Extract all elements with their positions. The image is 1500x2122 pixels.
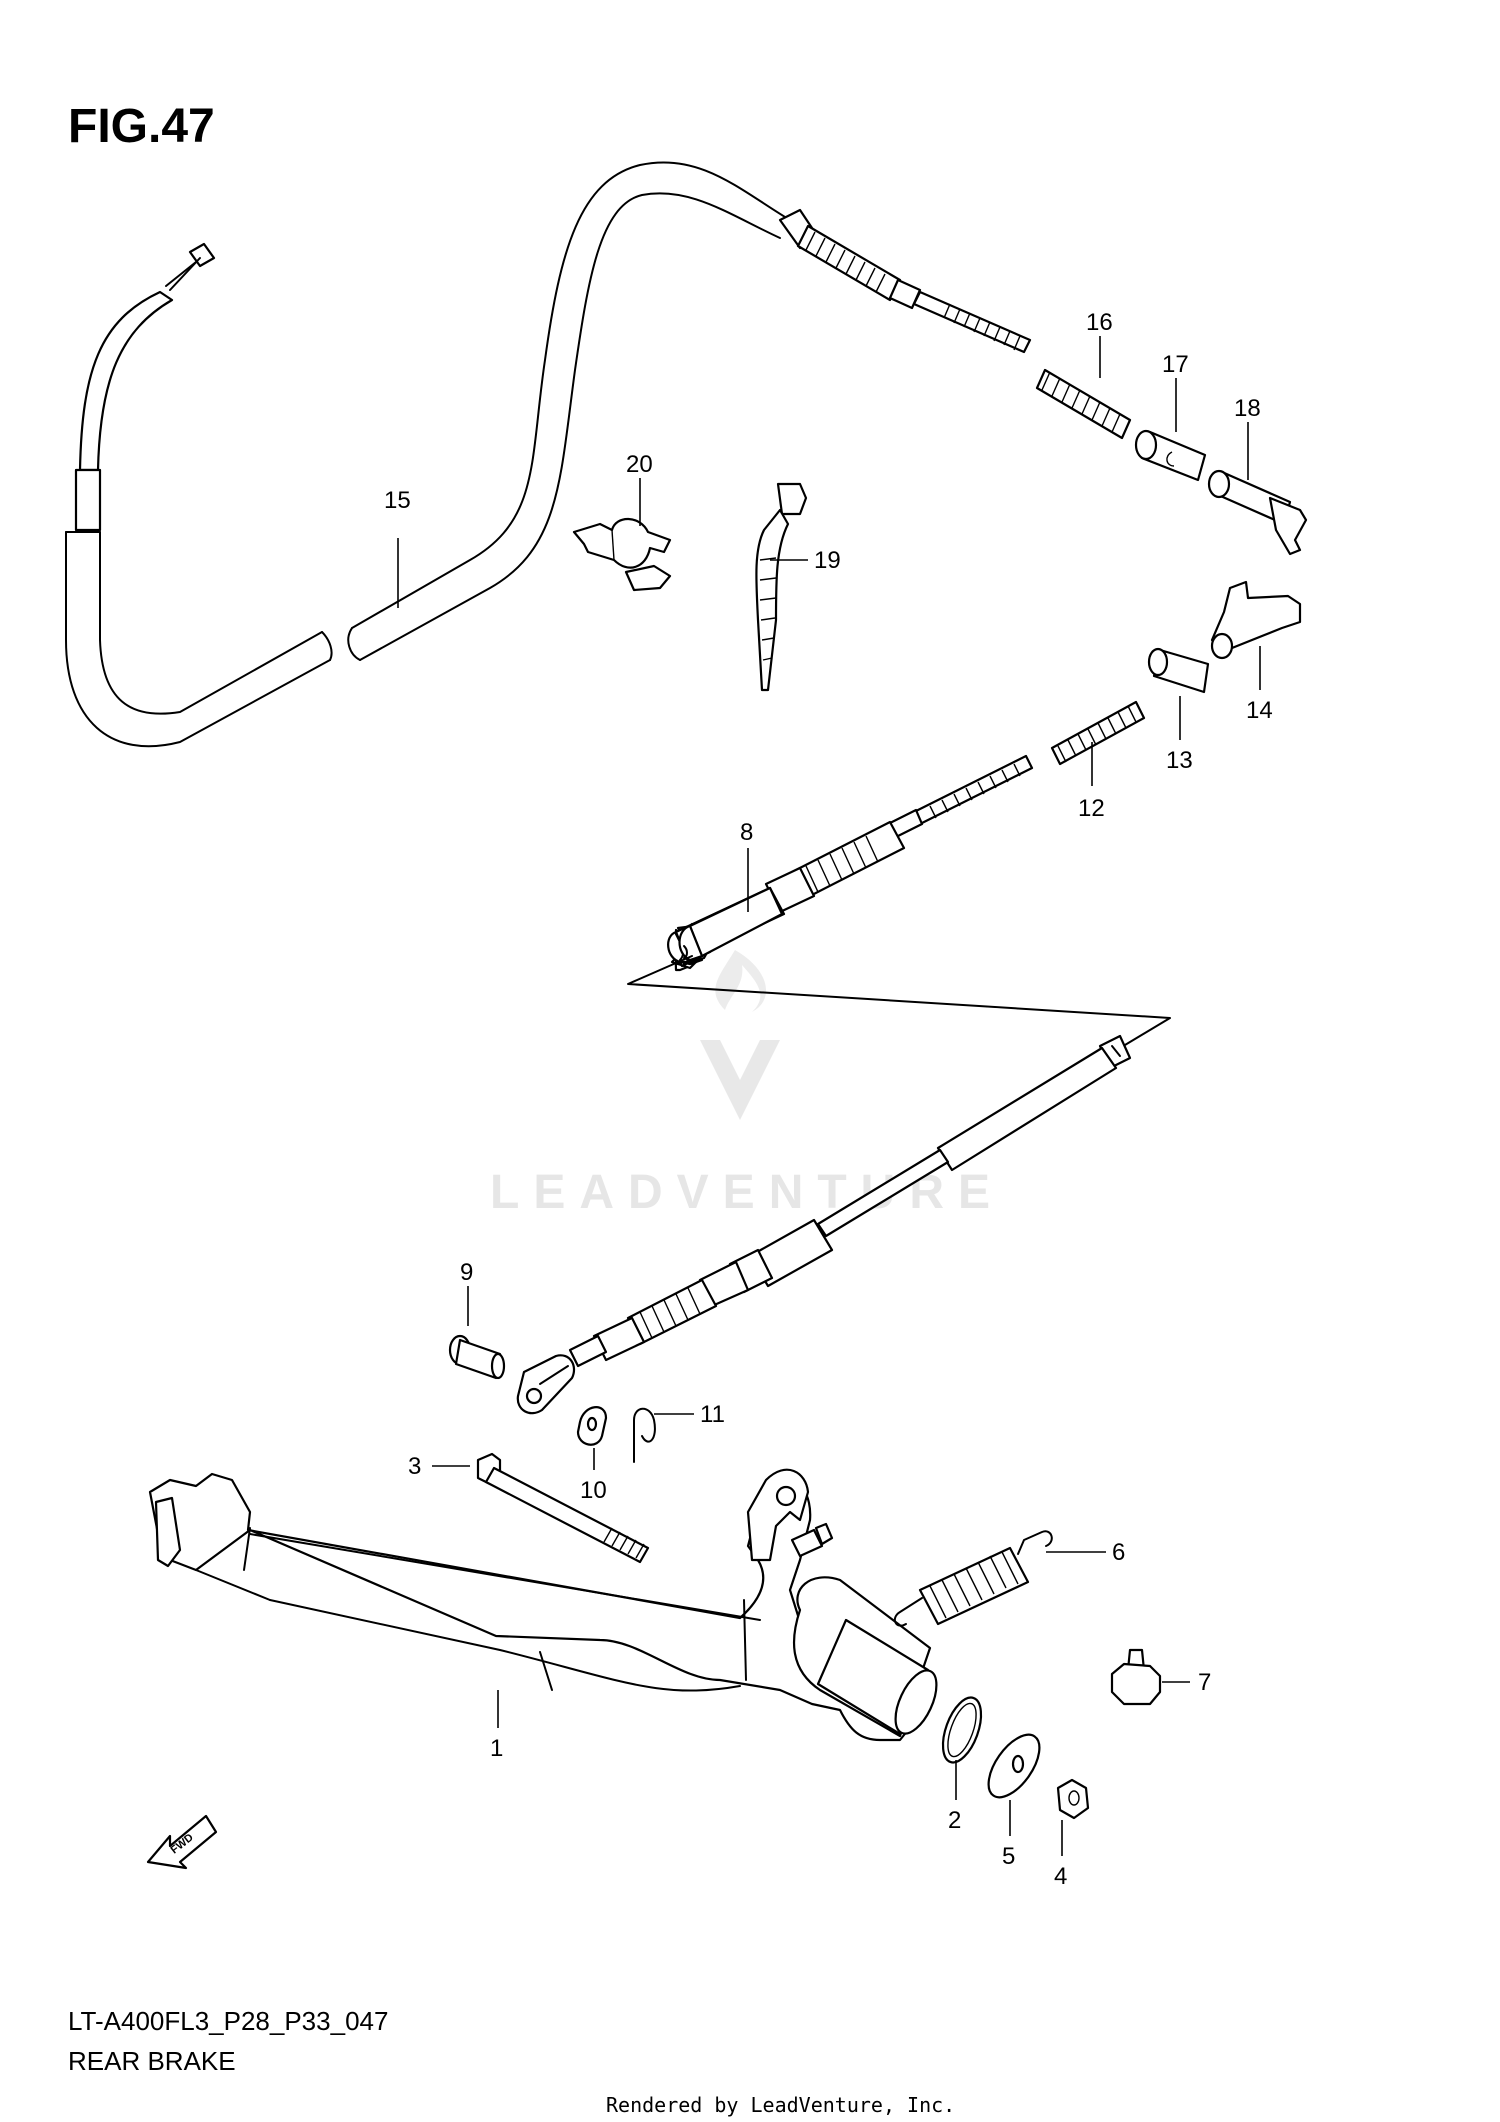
cable-sheath-outer-left xyxy=(65,531,331,748)
cable-end-rod xyxy=(912,290,1032,354)
fwd-arrow: FWD xyxy=(146,1814,218,1870)
callout-1: 1 xyxy=(490,1735,503,1762)
callout-7: 7 xyxy=(1198,1669,1211,1696)
callout-10: 10 xyxy=(580,1477,607,1504)
model-code: LT-A400FL3_P28_P33_047 xyxy=(68,2006,388,2036)
figure-title: FIG.47 xyxy=(68,100,215,153)
rendered-by: Rendered by LeadVenture, Inc. xyxy=(606,2093,955,2117)
cable-sheath-inner-left xyxy=(99,531,323,715)
part-13-collar xyxy=(1147,647,1210,694)
part-5-washer xyxy=(987,1733,1041,1799)
watermark-logo xyxy=(700,1040,780,1120)
break-line xyxy=(627,955,1171,1061)
part-18-joint xyxy=(1207,469,1308,556)
callout-16: 16 xyxy=(1086,309,1113,336)
part-3-bolt xyxy=(476,1452,650,1564)
part-11-cotter-pin xyxy=(633,1407,656,1463)
part-15-cable xyxy=(65,161,1032,748)
callout-17: 17 xyxy=(1162,351,1189,378)
part-19-cable-tie xyxy=(755,482,808,692)
part-8-lower-sheath xyxy=(516,1034,1132,1415)
callout-14: 14 xyxy=(1246,697,1273,724)
callout-6: 6 xyxy=(1112,1539,1125,1566)
callout-labels: 1 2 3 4 5 6 7 8 9 10 11 12 13 14 15 16 1… xyxy=(384,309,1273,1890)
watermark-flame xyxy=(715,950,767,1012)
watermark: LEADVENTURE xyxy=(490,950,990,1219)
part-1-brake-pedal xyxy=(148,1468,938,1742)
pedal-pad xyxy=(154,1496,182,1568)
lower-adjuster-nut xyxy=(748,1218,834,1288)
cable-sheath-inner-right xyxy=(359,192,781,661)
part-4-nut xyxy=(1056,1778,1090,1820)
cable-sheath-outer-right xyxy=(351,161,791,629)
cable-top-sheath xyxy=(78,290,174,472)
callout-4: 4 xyxy=(1054,1863,1067,1890)
callout-20: 20 xyxy=(626,451,653,478)
clevis xyxy=(516,1354,576,1415)
callout-3: 3 xyxy=(408,1453,421,1480)
callout-12: 12 xyxy=(1078,795,1105,822)
callout-11: 11 xyxy=(700,1401,725,1428)
part-14-joint xyxy=(1210,580,1302,660)
part-17-collar xyxy=(1134,429,1207,482)
callout-5: 5 xyxy=(1002,1843,1015,1870)
part-12-spring xyxy=(1050,700,1146,766)
part-6-spring xyxy=(893,1530,1053,1627)
part-16-spring xyxy=(1035,368,1132,440)
part-2-o-ring xyxy=(941,1696,983,1764)
part-9-pin xyxy=(448,1334,506,1380)
part-8-tube-end-cap xyxy=(678,886,784,962)
part-20-clamp xyxy=(572,517,672,592)
part-10-washer xyxy=(576,1406,608,1446)
section-name: REAR BRAKE xyxy=(68,2046,236,2076)
callout-2: 2 xyxy=(948,1807,961,1834)
callout-8: 8 xyxy=(740,819,753,846)
callout-13: 13 xyxy=(1166,747,1193,774)
cable-adjuster-thread xyxy=(796,224,902,302)
callout-18: 18 xyxy=(1234,395,1261,422)
callout-19: 19 xyxy=(814,547,841,574)
callout-9: 9 xyxy=(460,1259,473,1286)
part-7-stopper-bolt xyxy=(1110,1648,1162,1706)
callout-15: 15 xyxy=(384,487,411,514)
leader-lines xyxy=(397,336,1261,1856)
